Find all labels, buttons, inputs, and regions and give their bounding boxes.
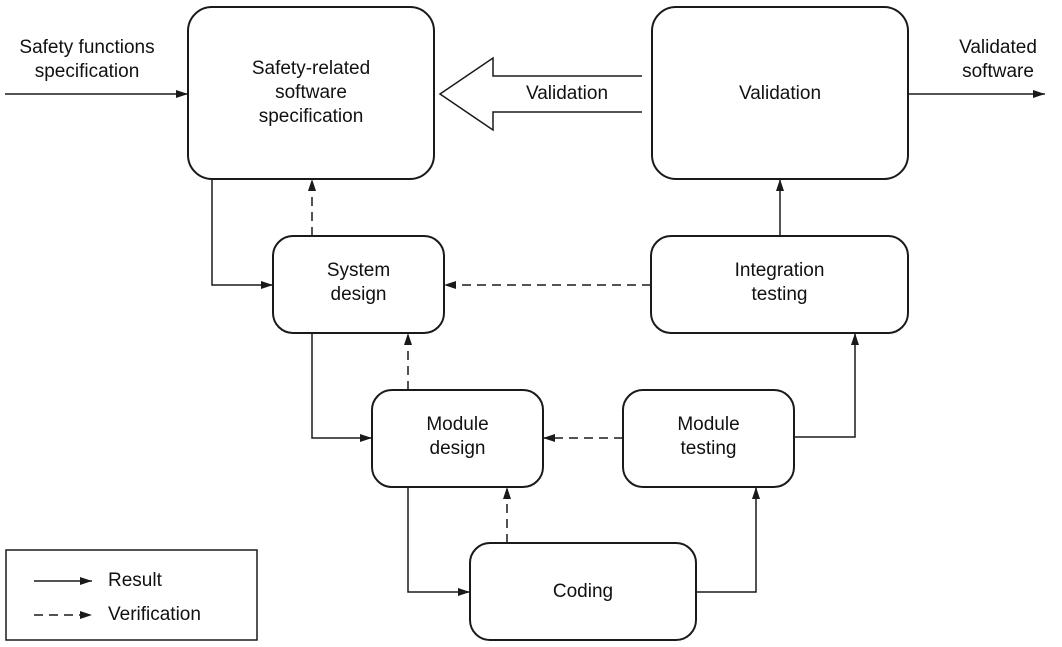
validation-hollow-arrow: [438, 56, 642, 132]
legend-result-label: Result: [108, 570, 162, 591]
validation-label: Validation: [738, 83, 822, 104]
coding-label: Coding: [552, 581, 614, 602]
result-module-testing-to-integration: [794, 333, 859, 438]
system-design-label: System design: [326, 260, 391, 305]
module-testing-label: Module testing: [677, 414, 740, 459]
input-label: Safety functions specification: [19, 37, 155, 82]
module-design-label: Module design: [426, 414, 489, 459]
output-label: Validated software: [959, 37, 1037, 82]
srs-label: Safety-related software specification: [251, 58, 371, 127]
validation-arrow-label: Validation: [525, 83, 609, 104]
integration-testing-label: Integration testing: [734, 260, 825, 305]
result-module-design-to-coding: [407, 487, 470, 596]
legend-verification-label: Verification: [108, 604, 201, 625]
result-srs-to-system-design: [211, 179, 273, 289]
result-coding-to-module-testing: [696, 487, 760, 593]
result-system-design-to-module-design: [311, 333, 372, 442]
legend-box: [5, 549, 258, 641]
